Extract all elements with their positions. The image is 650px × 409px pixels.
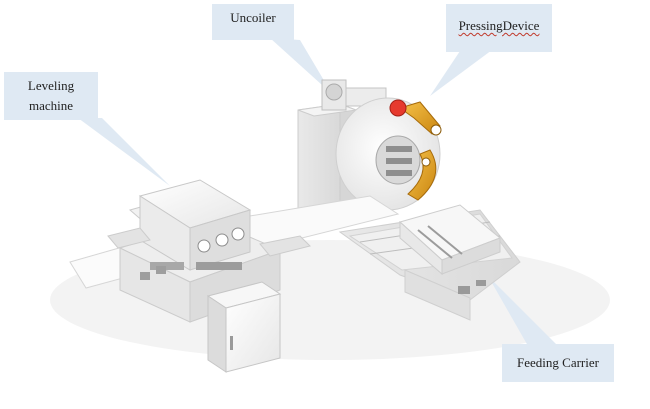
control-cabinet [206, 281, 282, 373]
uncoiler-callout: Uncoiler [212, 4, 294, 40]
leveling-machine-callout: Leveling machine [4, 72, 98, 120]
pressing-device-label: PressingDevice [458, 18, 540, 33]
leveling-machine-label-line2: machine [28, 98, 74, 113]
leveler-guide-rails [107, 227, 311, 280]
feeding-carrier-leader [488, 276, 558, 346]
feeding-carrier-callout: Feeding Carrier [502, 344, 614, 382]
pressing-device-leader [430, 48, 492, 96]
leveling-machine-leader [78, 118, 170, 186]
pressing-device-callout: PressingDevice [446, 4, 552, 52]
pressing-device-arm [389, 99, 442, 201]
uncoiler-coil [335, 97, 441, 211]
uncoiler-leader [270, 38, 332, 94]
uncoiler-label: Uncoiler [230, 10, 276, 25]
feeding-carrier-platform [398, 204, 501, 276]
leveling-machine-head [138, 179, 252, 271]
leveling-machine-label-line1: Leveling [27, 78, 75, 93]
feeding-carrier-label: Feeding Carrier [517, 355, 599, 370]
